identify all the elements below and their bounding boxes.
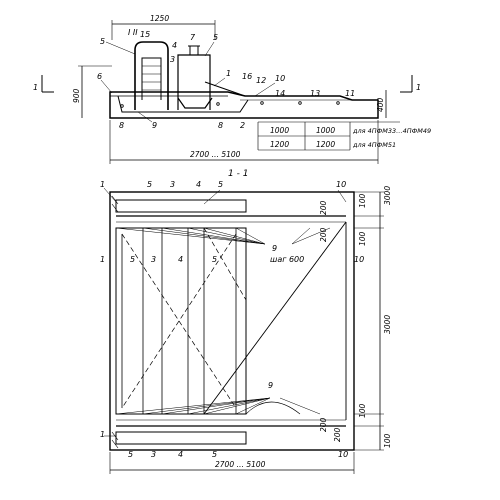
sec-callout-5b-mid: 5	[212, 255, 217, 264]
callout-3-top: 3	[170, 55, 175, 64]
sec-callout-5a-mid: 5	[130, 255, 135, 264]
sec-callout-5b-top: 5	[218, 180, 223, 189]
sec-callout-1-mid: 1	[100, 255, 105, 264]
sec-callout-10-top: 10	[336, 180, 346, 189]
sec-callout-5a-bot: 5	[128, 450, 133, 459]
sec-callout-9-mid: 9	[272, 244, 277, 253]
callout-11: 11	[345, 89, 355, 98]
dim-overall-length-top: 2700 … 5100	[190, 150, 241, 159]
dim-r-200-b: 200	[319, 227, 328, 242]
top-view: 1250 1 1 900 400	[33, 14, 431, 164]
sec-callout-3-mid: 3	[151, 255, 156, 264]
section-mark-right: 1	[416, 83, 421, 92]
dim-r-200-d: 200	[333, 427, 342, 442]
sec-callout-4-mid: 4	[178, 255, 183, 264]
dim-r-100-c: 100	[358, 403, 367, 418]
dim-400: 400	[376, 97, 385, 112]
dim-r-100-b: 100	[358, 231, 367, 246]
dim-r-200-a: 200	[319, 200, 328, 215]
callout-9-top: 9	[152, 121, 157, 130]
sec-callout-1-top: 1	[100, 180, 105, 189]
callout-8-right: 8	[218, 121, 223, 130]
step-note: шаг 600	[270, 255, 304, 264]
callout-6: 6	[97, 72, 102, 81]
callout-13: 13	[310, 89, 320, 98]
sec-callout-9-bot: 9	[268, 381, 273, 390]
callout-7: 7	[190, 33, 196, 42]
dim-900: 900	[72, 88, 81, 103]
dim-overall-length-bottom: 2700 … 5100	[215, 460, 266, 469]
row1-note: для 4ПФМ33…4ПФМ49	[352, 127, 431, 135]
dim-r-100-d: 100	[383, 433, 392, 448]
callout-4-top: 4	[172, 41, 177, 50]
sec-callout-4-top: 4	[196, 180, 201, 189]
dim-r-3000-top: 3000	[383, 186, 392, 205]
callout-1-top: 1	[226, 69, 231, 78]
section-view: 1 - 1	[100, 169, 392, 474]
sec-callout-3-top: 3	[170, 180, 175, 189]
row2-a: 1200	[270, 140, 289, 149]
row2-b: 1200	[316, 140, 335, 149]
sec-callout-10-bot: 10	[338, 450, 348, 459]
section-ref: I II	[128, 28, 138, 37]
sec-callout-3-bot: 3	[151, 450, 156, 459]
callout-2: 2	[240, 121, 245, 130]
callout-15: 15	[140, 30, 150, 39]
callout-12: 12	[256, 76, 266, 85]
sec-callout-4-bot: 4	[178, 450, 183, 459]
sec-callout-1-bot: 1	[100, 430, 105, 439]
callout-5-top: 5	[100, 37, 105, 46]
row1-b: 1000	[316, 126, 335, 135]
sec-callout-10-mid: 10	[354, 255, 364, 264]
row1-a: 1000	[270, 126, 289, 135]
section-mark-left: 1	[33, 83, 38, 92]
dim-r-200-c: 200	[319, 417, 328, 432]
section-title: 1 - 1	[228, 169, 248, 179]
callout-14: 14	[275, 89, 285, 98]
dim-1250: 1250	[150, 14, 169, 23]
callout-10-top: 10	[275, 74, 285, 83]
dim-r-3000-mid: 3000	[383, 315, 392, 334]
sec-callout-5b-bot: 5	[212, 450, 217, 459]
callout-16: 16	[242, 72, 252, 81]
row2-note: для 4ПФМ51	[352, 141, 396, 149]
callout-5-right: 5	[213, 33, 218, 42]
callout-8-left: 8	[119, 121, 124, 130]
sec-callout-5a-top: 5	[147, 180, 152, 189]
dim-r-100-a: 100	[358, 193, 367, 208]
